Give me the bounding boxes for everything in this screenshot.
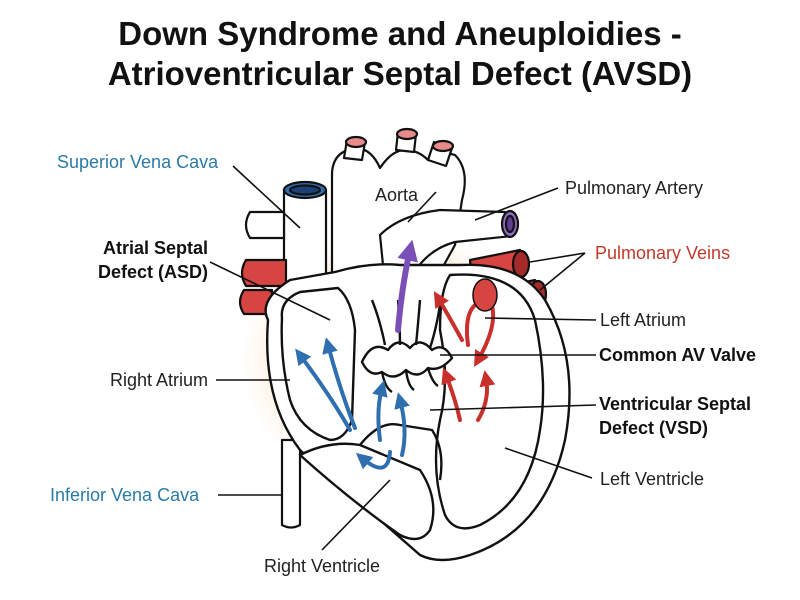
oxygenated-flow-arrow-2: [433, 291, 464, 342]
label-inferior-vena-cava: Inferior Vena Cava: [50, 485, 200, 505]
common-av-valve-shape: [360, 341, 454, 378]
title-line-2: Atrioventricular Septal Defect (AVSD): [107, 55, 693, 92]
label-right-ventricle: Right Ventricle: [264, 556, 380, 576]
label-aorta: Aorta: [375, 185, 419, 205]
label-asd-line-2: Defect (ASD): [98, 262, 208, 282]
deoxygenated-flow-arrow-5: [394, 392, 410, 457]
title-line-1: Down Syndrome and Aneuploidies -: [118, 15, 682, 52]
label-vsd-line-2: Defect (VSD): [599, 418, 708, 438]
diagram-title: Down Syndrome and Aneuploidies - Atriove…: [0, 14, 800, 94]
deoxygenated-flow-arrow-3: [372, 380, 388, 442]
label-pulmonary-artery: Pulmonary Artery: [565, 178, 703, 198]
label-left-atrium: Left Atrium: [600, 310, 686, 330]
label-common-av-valve: Common AV Valve: [599, 345, 756, 365]
vessels: [238, 127, 548, 529]
deoxygenated-flow-arrow-1: [295, 348, 352, 432]
left-atrium-inflow: [472, 278, 498, 312]
label-superior-vena-cava: Superior Vena Cava: [57, 152, 219, 172]
label-left-ventricle: Left Ventricle: [600, 469, 704, 489]
pulmonary-vein-left-upper: [240, 258, 288, 288]
label-asd-line-1: Atrial Septal: [103, 238, 208, 258]
label-right-atrium: Right Atrium: [110, 370, 208, 390]
oxygenated-flow-arrow-4: [476, 370, 496, 422]
heart-body: [264, 263, 571, 562]
deoxygenated-flow-arrow-2: [322, 337, 357, 430]
deoxygenated-flow-arrow-4: [355, 450, 392, 470]
mixed-flow-arrow: [395, 239, 418, 333]
inferior-vena-cava-vessel: [280, 438, 302, 529]
label-pulmonary-veins: Pulmonary Veins: [595, 243, 730, 263]
label-vsd-line-1: Ventricular Septal: [599, 394, 751, 414]
oxygenated-flow-arrow-3: [441, 367, 462, 422]
leader-lines: [209, 165, 597, 551]
